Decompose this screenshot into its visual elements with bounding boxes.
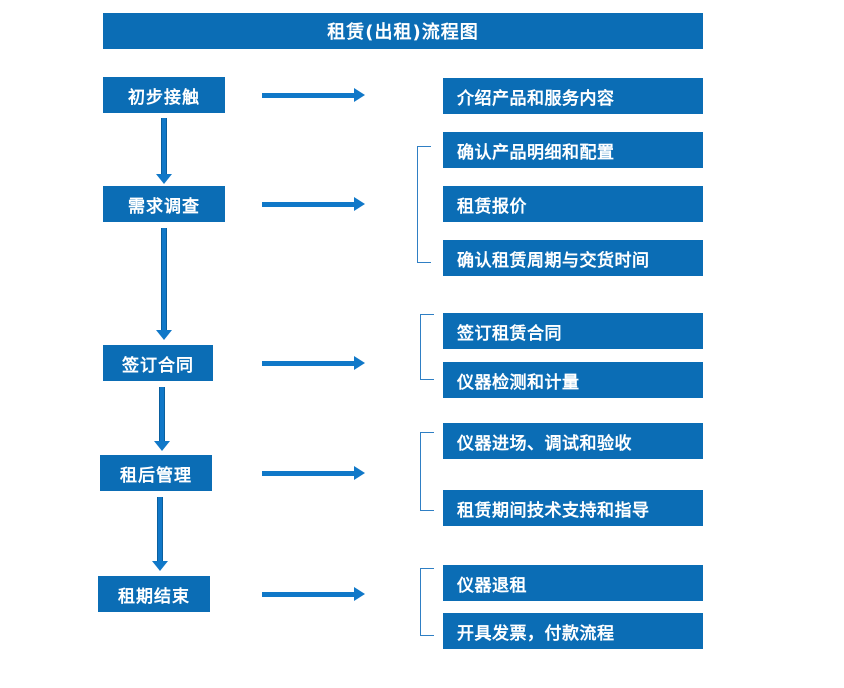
group-bracket-xuqiu-diaocha — [417, 146, 431, 263]
vertical-arrow-3 — [154, 387, 170, 451]
group-bracket-zuhou-guanli — [420, 432, 434, 511]
group-bracket-qianding-hetong — [420, 314, 434, 380]
stage-box-zuqi-jieshu[interactable]: 租期结束 — [98, 576, 210, 612]
detail-box-qianding-zulin-hetong[interactable]: 签订租赁合同 — [443, 313, 703, 349]
detail-box-zulin-qijian-jishu-zhichi[interactable]: 租赁期间技术支持和指导 — [443, 490, 703, 526]
horizontal-arrow-2 — [262, 197, 365, 211]
stage-box-qianding-hetong[interactable]: 签订合同 — [103, 345, 213, 381]
stage-box-zuhou-guanli[interactable]: 租后管理 — [100, 455, 212, 491]
detail-box-zulin-baojia[interactable]: 租赁报价 — [443, 186, 703, 222]
flowchart-title: 租赁(出租)流程图 — [103, 13, 703, 49]
detail-box-queren-chanpin-mingxi[interactable]: 确认产品明细和配置 — [443, 132, 703, 168]
vertical-arrow-1 — [156, 118, 172, 184]
vertical-arrow-2 — [156, 228, 172, 340]
detail-box-jieshao-chanpin-fuwu[interactable]: 介绍产品和服务内容 — [443, 78, 703, 114]
stage-box-chubu-jiechu[interactable]: 初步接触 — [103, 77, 225, 113]
detail-box-yiqi-jiance-jiliang[interactable]: 仪器检测和计量 — [443, 362, 703, 398]
detail-box-kaiju-fapiao-fukuan[interactable]: 开具发票，付款流程 — [443, 613, 703, 649]
detail-box-yiqi-jinchang-tiaoshi[interactable]: 仪器进场、调试和验收 — [443, 423, 703, 459]
detail-box-yiqi-tuizu[interactable]: 仪器退租 — [443, 565, 703, 601]
vertical-arrow-4 — [152, 497, 168, 571]
horizontal-arrow-3 — [262, 356, 365, 370]
stage-box-xuqiu-diaocha[interactable]: 需求调查 — [103, 186, 225, 222]
horizontal-arrow-1 — [262, 88, 365, 102]
horizontal-arrow-5 — [262, 587, 365, 601]
group-bracket-zuqi-jieshu — [420, 568, 434, 636]
horizontal-arrow-4 — [262, 466, 365, 480]
detail-box-queren-zulin-zhouqi[interactable]: 确认租赁周期与交货时间 — [443, 240, 703, 276]
